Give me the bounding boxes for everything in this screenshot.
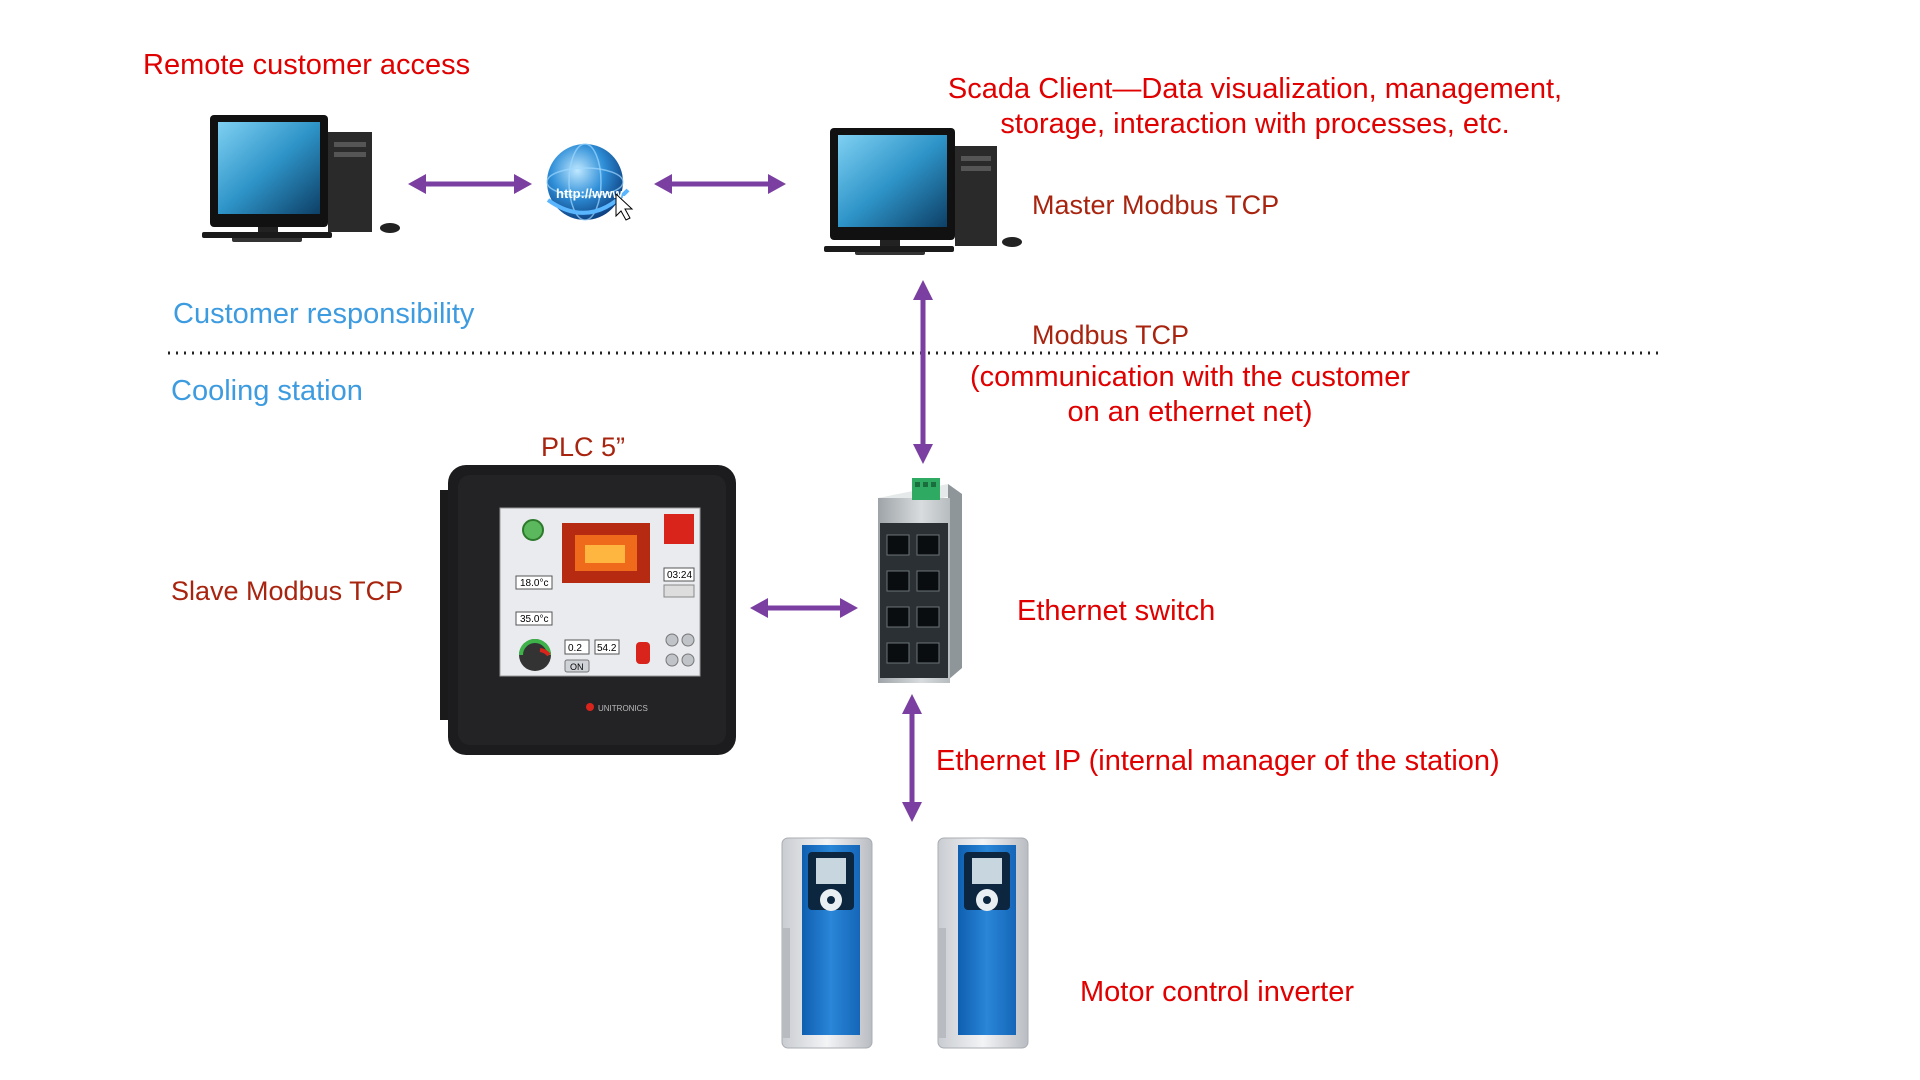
scada-line-2: storage, interaction with processes, etc…	[1000, 107, 1510, 140]
plc-val2: 54.2	[597, 643, 617, 654]
inverter-icon-right	[937, 837, 1029, 1049]
slave-modbus-label: Slave Modbus TCP	[171, 576, 404, 606]
remote-computer-icon	[202, 115, 400, 242]
master-modbus-label: Master Modbus TCP	[1032, 190, 1280, 220]
communication-line-2: on an ethernet net)	[1067, 395, 1313, 428]
modbus-tcp-label: Modbus TCP	[1032, 320, 1190, 350]
ethernet-ip-label: Ethernet IP (internal manager of the sta…	[936, 745, 1500, 777]
plc-btn: ON	[570, 662, 584, 672]
remote-access-label: Remote customer access	[143, 49, 471, 81]
communication-label: (communication with the customer on an e…	[920, 360, 1460, 430]
customer-responsibility-label: Customer responsibility	[173, 298, 475, 330]
plc-time: 03:24	[667, 570, 692, 581]
plc-brand: UNITRONICS	[598, 704, 648, 713]
plc-label: PLC 5”	[541, 432, 626, 462]
arrow-plc-switch	[750, 598, 858, 618]
plc-temp2: 35.0°c	[520, 614, 548, 625]
cooling-station-label: Cooling station	[171, 375, 363, 407]
communication-line-1: (communication with the customer	[970, 361, 1410, 393]
master-computer-icon	[824, 128, 1022, 255]
arrow-master-switch	[913, 280, 933, 464]
plc-temp1: 18.0°c	[520, 578, 548, 589]
url-text: http://www.	[556, 186, 626, 201]
inverter-icon-left	[781, 837, 873, 1049]
scada-client-label: Scada Client—Data visualization, managem…	[880, 72, 1630, 142]
motor-inverter-label: Motor control inverter	[1080, 976, 1354, 1008]
internet-globe-icon: http://www.	[546, 143, 634, 221]
ethernet-switch-label: Ethernet switch	[1017, 595, 1216, 627]
plc-device-icon: 18.0°c 35.0°c 03:24 0.2 54.2 ON UNITRONI…	[440, 465, 736, 755]
scada-line-1: Scada Client—Data visualization, managem…	[947, 73, 1563, 105]
ethernet-switch-icon	[878, 478, 962, 683]
arrow-globe-master	[654, 174, 786, 194]
arrow-switch-inverter	[902, 694, 922, 822]
plc-val1: 0.2	[568, 643, 582, 654]
arrow-remote-globe	[408, 174, 532, 194]
